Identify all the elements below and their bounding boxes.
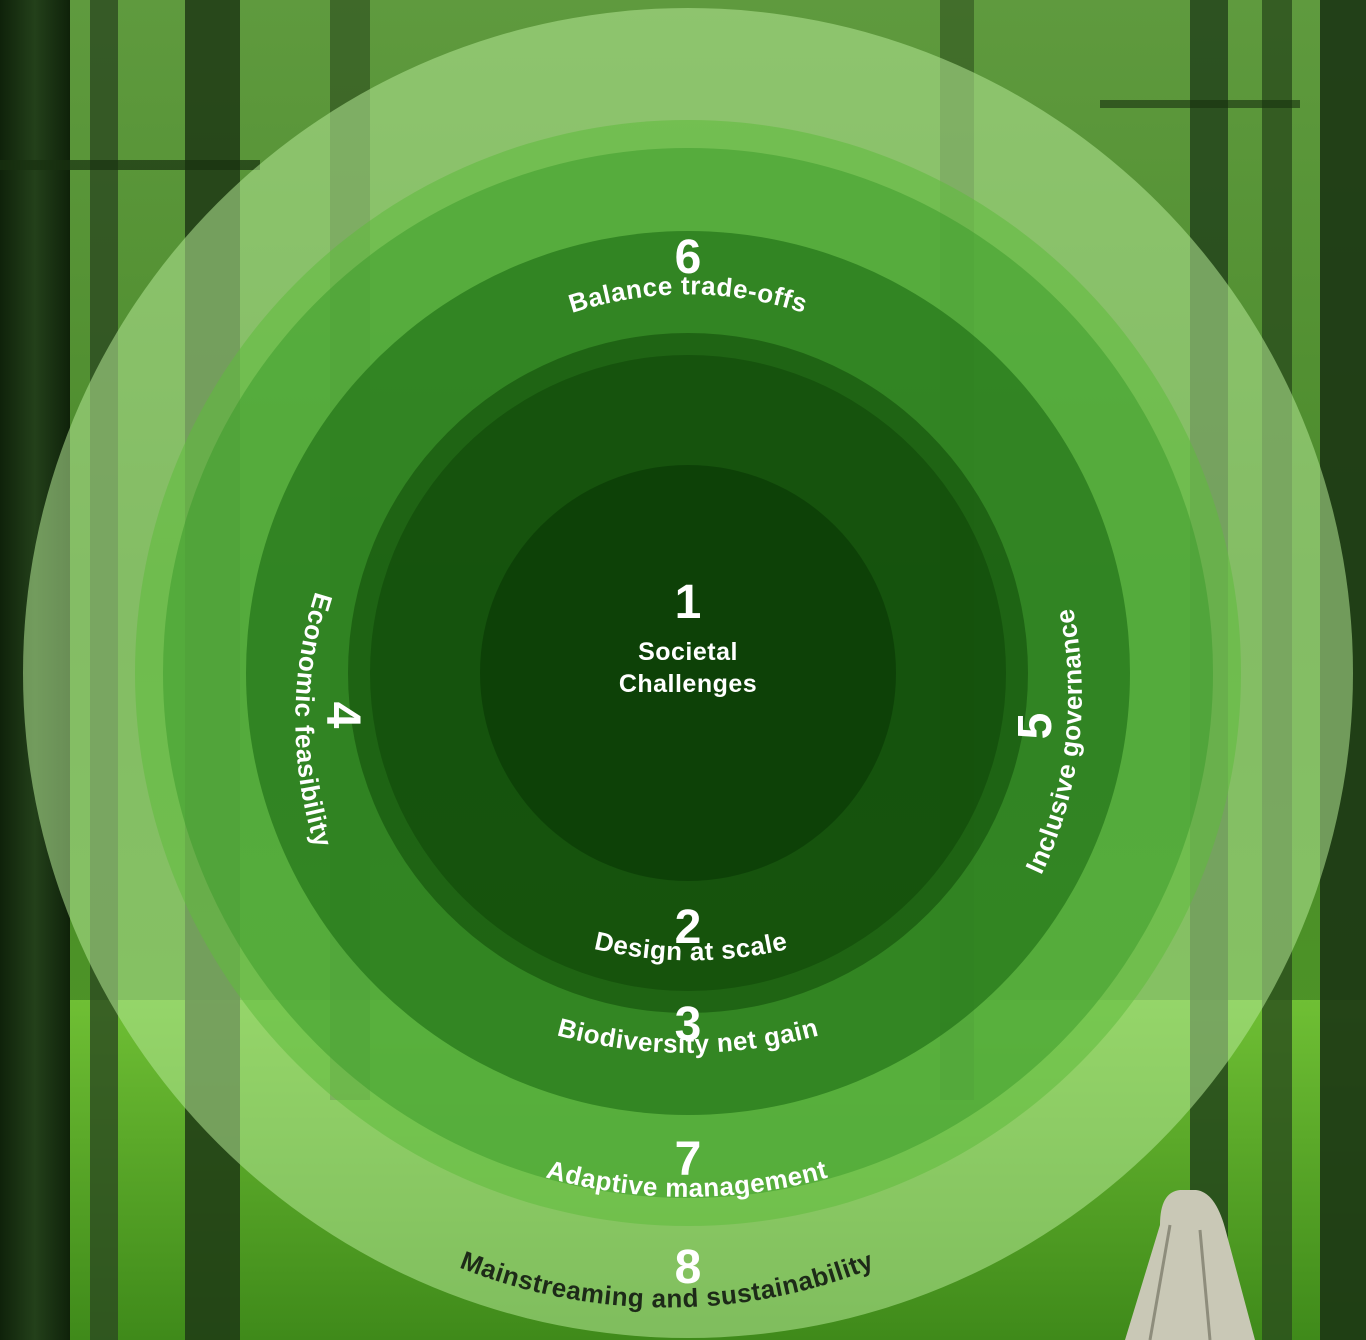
ring-6-number: 6: [675, 231, 702, 284]
center-label-line1: Societal: [638, 638, 738, 666]
ring-1: [480, 465, 896, 881]
center-number: 1: [675, 576, 702, 629]
center-label-line2: Challenges: [619, 670, 757, 698]
principle-rings: [23, 8, 1353, 1338]
ring-3-number: 3: [675, 998, 702, 1051]
ring-4-number: 4: [316, 702, 369, 729]
ring-5-number: 5: [1009, 713, 1062, 740]
ring-2-number: 2: [675, 901, 702, 954]
ring-8-number: 8: [675, 1241, 702, 1294]
ring-7-number: 7: [675, 1133, 702, 1186]
hooded-walker: [1125, 1190, 1255, 1340]
